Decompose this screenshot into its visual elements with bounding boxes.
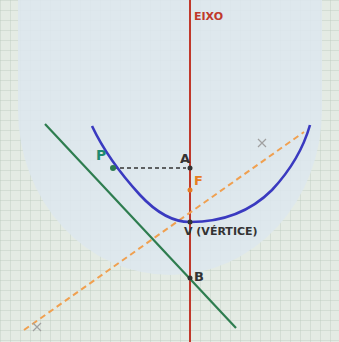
paper-cutout [18,0,322,275]
point-label: B [194,270,204,283]
parabola-curve [92,125,310,222]
axis-line [189,0,191,342]
perpendicular-line [113,167,186,169]
point-f [188,188,193,193]
vertex-label: V (VÉRTICE) [184,226,258,237]
point-b [188,276,193,281]
point-label: A [180,152,190,165]
bisector-line [24,132,304,330]
point-p [110,165,116,171]
point-label: F [194,174,203,187]
axis-label: EIXO [194,11,223,22]
point-a [188,166,193,171]
point-label: P [96,148,106,162]
point-v [188,220,193,225]
